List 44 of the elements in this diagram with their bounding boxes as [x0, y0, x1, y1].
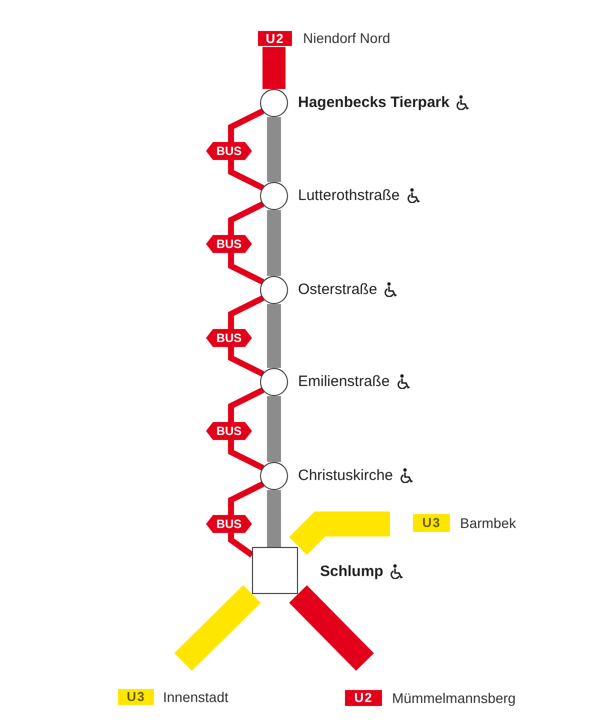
station-circle [260, 89, 288, 117]
bus-route-line [228, 387, 264, 422]
bus-badge: BUS [206, 235, 252, 253]
rail-line [267, 396, 281, 462]
rail-line [289, 512, 390, 555]
destination-name: Barmbek [460, 515, 516, 531]
station-circle [260, 368, 288, 396]
bus-route-line [228, 533, 254, 558]
destination-name: Innenstadt [163, 689, 228, 705]
bus-route-line [228, 108, 264, 142]
bus-badge: BUS [206, 142, 252, 160]
bus-badge: BUS [206, 329, 252, 347]
destination-name: Mümmelmannsberg [392, 690, 516, 706]
station-name: Hagenbecks Tierpark [298, 94, 450, 112]
station-circle [260, 462, 288, 490]
station-name: Christuskirche [298, 467, 394, 485]
line-badge: U3 [413, 514, 450, 532]
rail-line [262, 47, 286, 89]
station-circle [260, 276, 288, 304]
bus-route-line [228, 160, 264, 191]
bus-route-line [228, 201, 264, 235]
bus-route-line [228, 347, 264, 377]
station-square [252, 547, 298, 594]
bus-route-line [228, 440, 264, 471]
bus-route-line [228, 295, 264, 329]
rail-line [267, 490, 281, 547]
destination-name: Niendorf Nord [303, 30, 390, 46]
rail-line [289, 585, 374, 671]
line-badge: U2 [258, 31, 292, 46]
rail-line [267, 117, 281, 182]
line-badge: U3 [118, 689, 154, 705]
bus-route-line [228, 481, 264, 515]
bus-badge: BUS [206, 422, 252, 440]
station-name: Osterstraße [298, 281, 378, 299]
station-circle [260, 182, 288, 210]
line-badge: U2 [345, 690, 382, 706]
bus-route-line [228, 253, 264, 285]
rail-line [267, 304, 281, 368]
station-name: Lutterothstraße [298, 187, 400, 205]
station-name: Schlump [320, 563, 384, 581]
rail-line [267, 210, 281, 276]
station-name: Emilienstraße [298, 373, 390, 391]
bus-badge: BUS [206, 515, 252, 533]
rail-line [174, 585, 261, 671]
